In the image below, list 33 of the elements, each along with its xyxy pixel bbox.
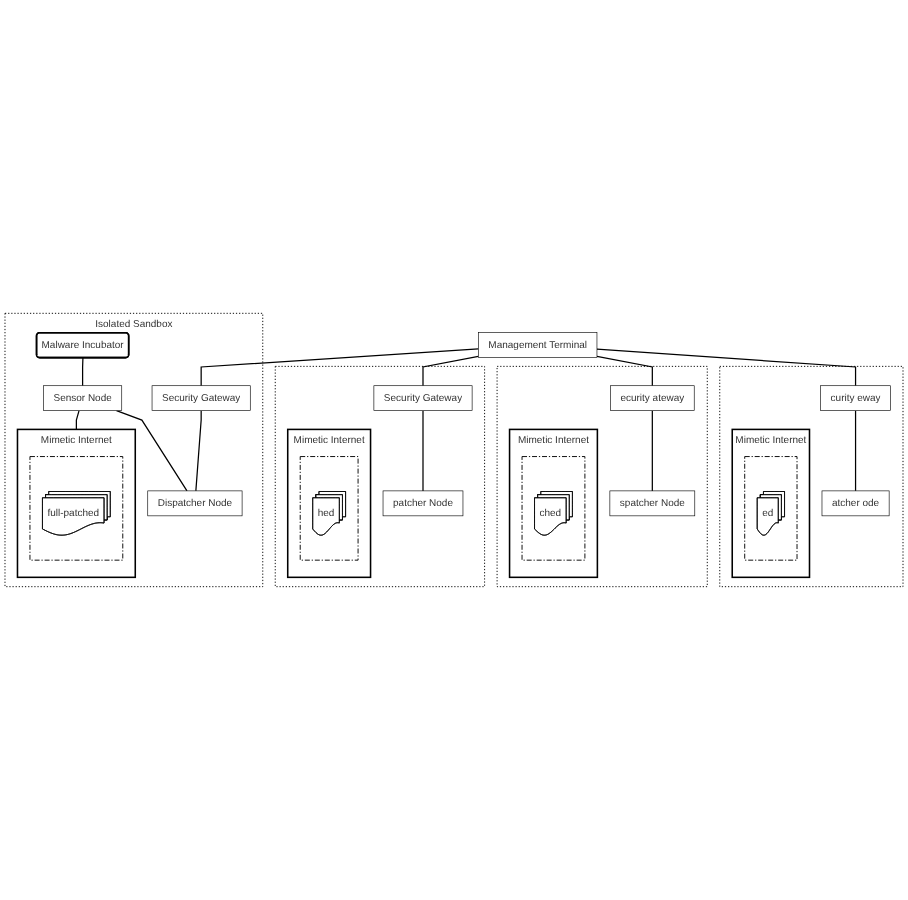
node-box: [373, 385, 473, 411]
cluster: [744, 456, 798, 561]
connector: [854, 410, 857, 492]
node-box: [43, 385, 123, 411]
connector: [75, 410, 80, 431]
node-box: [820, 385, 891, 411]
node-box: [382, 490, 464, 517]
connector: [596, 355, 653, 387]
cluster: [731, 428, 811, 579]
node-box: [821, 490, 890, 517]
node-box: [478, 332, 598, 358]
node-box: [151, 385, 251, 411]
cluster: [508, 428, 599, 579]
cluster: [496, 365, 708, 588]
connector: [115, 410, 188, 492]
connector: [651, 410, 653, 492]
cluster: [29, 456, 124, 561]
connector: [596, 348, 857, 387]
cluster: [274, 365, 486, 588]
node-box: [147, 490, 243, 517]
cluster: [286, 428, 372, 579]
connector: [82, 357, 84, 387]
connector: [422, 410, 424, 492]
connector: [200, 348, 479, 387]
node-box: [609, 490, 696, 517]
cluster: [719, 365, 904, 588]
cluster: [299, 456, 359, 561]
connector: [422, 355, 479, 387]
cluster: [16, 428, 137, 579]
node-box: [610, 385, 695, 411]
cluster: [521, 456, 586, 561]
cluster: [4, 312, 264, 588]
connector: [195, 410, 202, 492]
